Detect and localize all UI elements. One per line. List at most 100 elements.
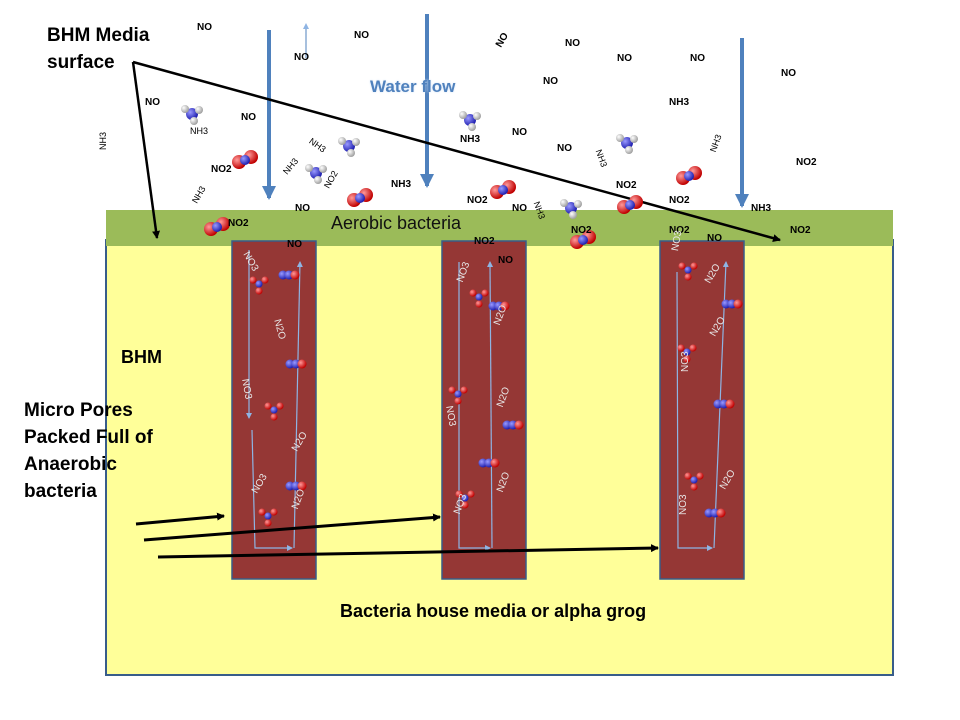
hydrogen-atom: [190, 117, 198, 125]
chem-label-no2: NO2: [669, 195, 690, 206]
oxygen-atom: [684, 472, 692, 480]
hydrogen-atom: [352, 138, 360, 146]
nitrogen-atom: [683, 348, 691, 356]
chem-label-no: NO: [197, 22, 212, 33]
oxygen-atom: [276, 402, 284, 410]
oxygen-atom: [689, 344, 697, 352]
chem-label-nh3: NH3: [460, 134, 481, 145]
nitrogen-atom: [625, 200, 635, 210]
hydrogen-atom: [560, 199, 568, 207]
hydrogen-atom: [569, 211, 577, 219]
oxygen-atom: [690, 483, 698, 491]
nitrogen-atom: [454, 390, 462, 398]
chem-label-no2: NO2: [211, 164, 232, 175]
nitrogen-atom: [690, 476, 698, 484]
micro-pore-3: [659, 240, 745, 580]
hydrogen-atom: [468, 123, 476, 131]
chem-label-no2: NO2: [790, 225, 811, 236]
oxygen-atom: [270, 413, 278, 421]
chem-label-no2: NO2: [467, 195, 488, 206]
hydrogen-atom: [314, 176, 322, 184]
oxygen-atom: [455, 490, 463, 498]
bhm-label: BHM: [121, 347, 162, 367]
aerobic-bacteria-band: [106, 210, 893, 246]
nitrogen-atom: [240, 155, 250, 165]
hydrogen-atom: [195, 106, 203, 114]
micro-pores-label: Micro Pores Packed Full of Anaerobic bac…: [24, 400, 153, 502]
micro-pore-2: [441, 240, 527, 580]
chem-label-no: NO: [781, 68, 796, 79]
oxygen-atom: [725, 399, 735, 409]
nitrogen-atom: [212, 222, 222, 232]
oxygen-atom: [684, 273, 692, 281]
chem-label-no: NO: [295, 203, 310, 214]
hydrogen-atom: [347, 149, 355, 157]
nitrogen-atom: [475, 293, 483, 301]
oxygen-atom: [716, 508, 726, 518]
chem-label-no: NO: [498, 255, 513, 266]
hydrogen-atom: [473, 112, 481, 120]
oxygen-atom: [249, 276, 257, 284]
nitrogen-atom: [565, 202, 577, 214]
nitrogen-atom: [461, 494, 469, 502]
oxygen-atom: [270, 508, 278, 516]
nitrogen-atom: [621, 137, 633, 149]
nitrogen-atom: [270, 406, 278, 414]
water-flow-arrows: [262, 14, 749, 208]
bhm-media-surface-label: BHM Media surface: [47, 25, 150, 73]
oxygen-atom: [514, 420, 524, 430]
chem-label-no: NO: [354, 30, 369, 41]
oxygen-atom: [467, 490, 475, 498]
water-flow-label: Water flow: [370, 77, 456, 96]
chem-label-no: NO: [557, 143, 572, 154]
oxygen-atom: [255, 287, 263, 295]
chem-label-no2: NO2: [571, 225, 592, 236]
nitrogen-atom: [355, 193, 365, 203]
nitrogen-atom: [578, 235, 588, 245]
chem-label-no: NO: [543, 76, 558, 87]
oxygen-atom: [461, 501, 469, 509]
hydrogen-atom: [181, 105, 189, 113]
chem-label-no: NO: [241, 112, 256, 123]
oxygen-atom: [678, 262, 686, 270]
oxygen-atom: [696, 472, 704, 480]
chem-label-no2: NO2: [669, 225, 690, 236]
chem-label-nh3: NH3: [190, 126, 209, 136]
chem-label-no: NO: [294, 52, 309, 63]
bacteria-house-label: Bacteria house media or alpha grog: [340, 601, 647, 621]
hydrogen-atom: [338, 137, 346, 145]
chem-label-no3: NO3: [680, 351, 691, 372]
hydrogen-atom: [319, 165, 327, 173]
chem-label-no2: NO2: [616, 180, 637, 191]
oxygen-atom: [448, 386, 456, 394]
oxygen-atom: [481, 289, 489, 297]
chem-label-no2: NO2: [228, 218, 249, 229]
oxygen-atom: [490, 458, 500, 468]
oxygen-atom: [460, 386, 468, 394]
chem-label-no: NO: [512, 127, 527, 138]
chem-label-no: NO: [690, 53, 705, 64]
chem-label-no: NO: [145, 97, 160, 108]
oxygen-atom: [475, 300, 483, 308]
nitrogen-atom: [684, 266, 692, 274]
hydrogen-atom: [574, 200, 582, 208]
chem-label-no2: NO2: [796, 157, 817, 168]
oxygen-atom: [500, 301, 510, 311]
aerobic-bacteria-label: Aerobic bacteria: [331, 213, 462, 233]
oxygen-atom: [683, 355, 691, 363]
oxygen-atom: [733, 299, 743, 309]
oxygen-atom: [261, 276, 269, 284]
chem-label-no2: NO2: [474, 236, 495, 247]
nitrogen-atom: [264, 512, 272, 520]
nitrogen-atom: [310, 167, 322, 179]
chem-label-no: NO: [287, 239, 302, 250]
hydrogen-atom: [305, 164, 313, 172]
chem-label-nh3: NH3: [669, 97, 690, 108]
oxygen-atom: [690, 262, 698, 270]
molecules: [181, 105, 743, 527]
chem-label-no: NO: [512, 203, 527, 214]
chem-label-no3: NO3: [678, 494, 689, 515]
oxygen-atom: [264, 402, 272, 410]
chem-label-nh3: NH3: [98, 131, 108, 150]
